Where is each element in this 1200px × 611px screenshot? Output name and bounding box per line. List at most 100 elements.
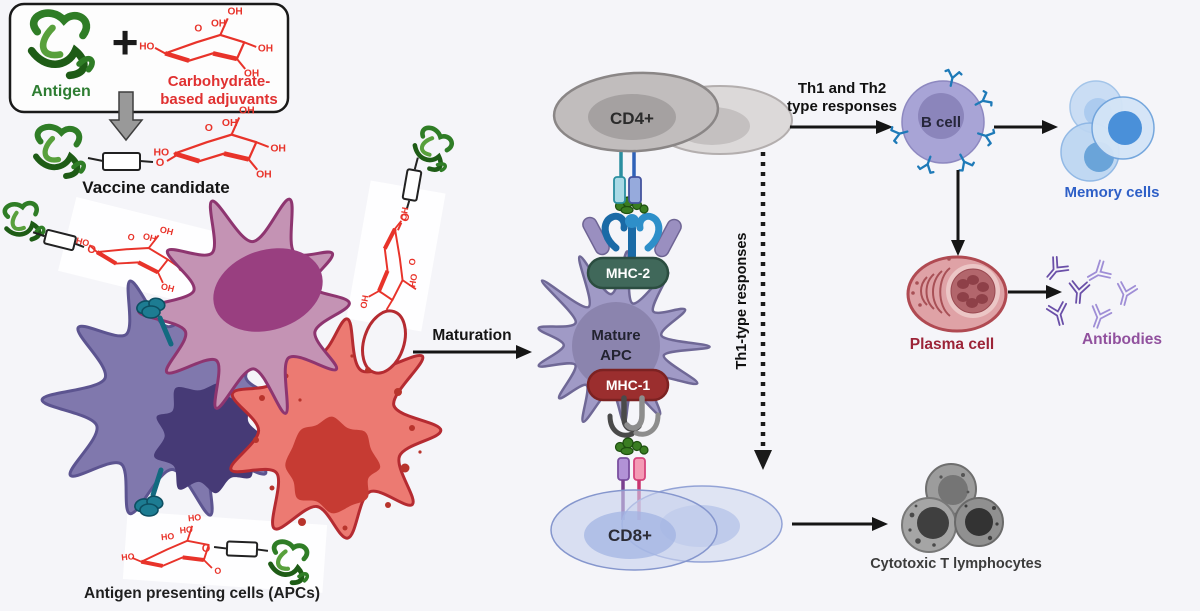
maturation-arrow	[413, 345, 532, 359]
sugar-ho-label: HO	[398, 206, 410, 221]
memory-cells	[1060, 80, 1155, 182]
linker-icon: O	[201, 540, 269, 558]
sugar-oh-label: OH	[407, 273, 419, 288]
cd8-label: CD8+	[608, 526, 652, 545]
lectin-receptor-stem	[150, 467, 164, 498]
mhc1-label: MHC-1	[606, 377, 651, 393]
carbohydrate-icon: O OH OH HO OH OH	[139, 7, 273, 80]
adjuvant-antigen-panel: + O OH OH HO OH OH Antigen Carbohydrate-…	[8, 2, 290, 114]
mature-apc: Mature APC MHC-2 MHC-1	[537, 196, 711, 456]
apc-red-granules	[253, 354, 422, 531]
sugar-o-label: O	[214, 565, 222, 576]
arrow-cd8-ctl	[792, 517, 888, 531]
th-response-arrow	[790, 120, 893, 134]
vaccine-molecule-floating-top: O O OH HO HO HO	[346, 125, 457, 332]
apc-caption: Antigen presenting cells (APCs)	[84, 585, 320, 602]
apc-red-notch	[361, 309, 407, 375]
molecule-backing	[346, 180, 446, 332]
tcr-domain	[617, 457, 630, 481]
apc-cluster	[40, 197, 443, 540]
tcr-domain	[613, 176, 626, 204]
linker-icon	[102, 152, 141, 171]
plasma-cell-group	[906, 255, 1008, 333]
mhc1-receptor-icon	[607, 395, 661, 438]
th1-dashed-arrow	[754, 152, 772, 470]
adjuvant-label-line2: based adjuvants	[160, 91, 278, 108]
plasma-nucleus-lobes	[957, 275, 989, 308]
maturation-label: Maturation	[432, 327, 511, 344]
molecule-backing	[58, 196, 222, 308]
adjuvant-label-line1: Carbohydrate-	[168, 73, 271, 90]
carbohydrate-icon: O OH HO HO HO	[358, 206, 419, 325]
cd4-tcell-group: CD4+	[552, 71, 793, 204]
sugar-oh-label: OH	[258, 44, 273, 55]
sugar-oh-label: OH	[159, 224, 175, 237]
carbohydrate-icon: O OH OH HO OH OH	[153, 106, 286, 181]
sugar-oh-label: OH	[211, 19, 226, 30]
endoplasmic-reticulum-icon	[920, 267, 951, 317]
mature-apc-nucleus	[572, 302, 660, 390]
sugar-o-label: O	[127, 231, 136, 242]
cd4-label: CD4+	[610, 109, 654, 128]
cd8-nucleus-front	[584, 511, 676, 559]
b-cell-group: B cell	[889, 68, 997, 175]
mhc1-badge	[586, 368, 670, 402]
linker-icon: O	[397, 157, 423, 231]
mature-apc-label-line1: Mature	[591, 327, 640, 344]
vaccine-candidate-label: Vaccine candidate	[82, 178, 229, 197]
ctl-cells	[901, 463, 1004, 553]
antigen-label: Antigen	[31, 83, 91, 100]
sugar-o-label: O	[194, 23, 202, 34]
tcr-domain	[633, 457, 646, 481]
cd8-tcell-group: CD8+	[550, 457, 783, 571]
sugar-o-label: O	[205, 123, 213, 134]
linker-o-label: O	[201, 543, 210, 555]
arrow-bcell-memory	[994, 120, 1058, 134]
sugar-oh-label: OH	[142, 231, 158, 244]
sugar-ho-label: HO	[139, 42, 154, 53]
cd4-nucleus-front	[588, 94, 676, 140]
plasma-cell-label: Plasma cell	[910, 336, 994, 353]
ctl-nucleus	[965, 508, 993, 536]
sugar-ho-label: HO	[75, 236, 91, 249]
sugar-o-label: O	[407, 258, 418, 267]
sugar-ho-label: HO	[358, 294, 370, 309]
apc-membrane-arm	[654, 218, 682, 258]
th-response-label-line1: Th1 and Th2	[798, 80, 886, 97]
sugar-oh-label: OH	[256, 169, 272, 180]
panel-box	[8, 2, 290, 114]
sugar-oh-label: OH	[244, 68, 259, 79]
lectin-receptor-stem	[157, 315, 174, 347]
sugar-oh-label: OH	[227, 7, 242, 18]
mature-apc-label-line2: APC	[600, 347, 632, 364]
tcr-domain	[628, 176, 642, 204]
sugar-ho-label: HO	[121, 551, 135, 562]
ctl-nucleus	[917, 507, 949, 539]
th1-dashed-label: Th1-type responses	[734, 233, 750, 370]
b-cell-label: B cell	[921, 114, 961, 131]
vaccine-molecule-floating-bottom: HO HO HO HO O O	[121, 511, 328, 593]
sugar-ho-label: HO	[179, 524, 193, 535]
linker-o-label: O	[86, 243, 98, 257]
arrow-bcell-plasma	[951, 170, 965, 256]
sugar-oh-label: OH	[160, 281, 176, 294]
mhc2-badge	[586, 256, 670, 290]
plasma-granules	[911, 257, 951, 307]
carbohydrate-icon: HO HO HO HO O	[121, 512, 222, 576]
th-response-label-line2: type responses	[787, 98, 897, 115]
memory-cells-label: Memory cells	[1064, 184, 1159, 201]
sugar-ho-label: HO	[161, 531, 175, 542]
mhc2-label: MHC-2	[606, 265, 651, 281]
ctl-caption: Cytotoxic T lymphocytes	[870, 556, 1042, 572]
antibodies-label: Antibodies	[1082, 331, 1162, 348]
memory-cell-nucleus	[1108, 111, 1142, 145]
vaccine-candidate-molecule: O O OH OH HO OH OH	[36, 106, 286, 181]
sugar-oh-label: OH	[239, 106, 255, 117]
apc-pink-nucleus	[213, 248, 323, 332]
sugar-oh-label: OH	[270, 144, 286, 155]
linker-o-label: O	[398, 212, 411, 223]
linker-o-label: O	[156, 157, 165, 169]
panel-down-arrow-icon	[108, 91, 144, 142]
